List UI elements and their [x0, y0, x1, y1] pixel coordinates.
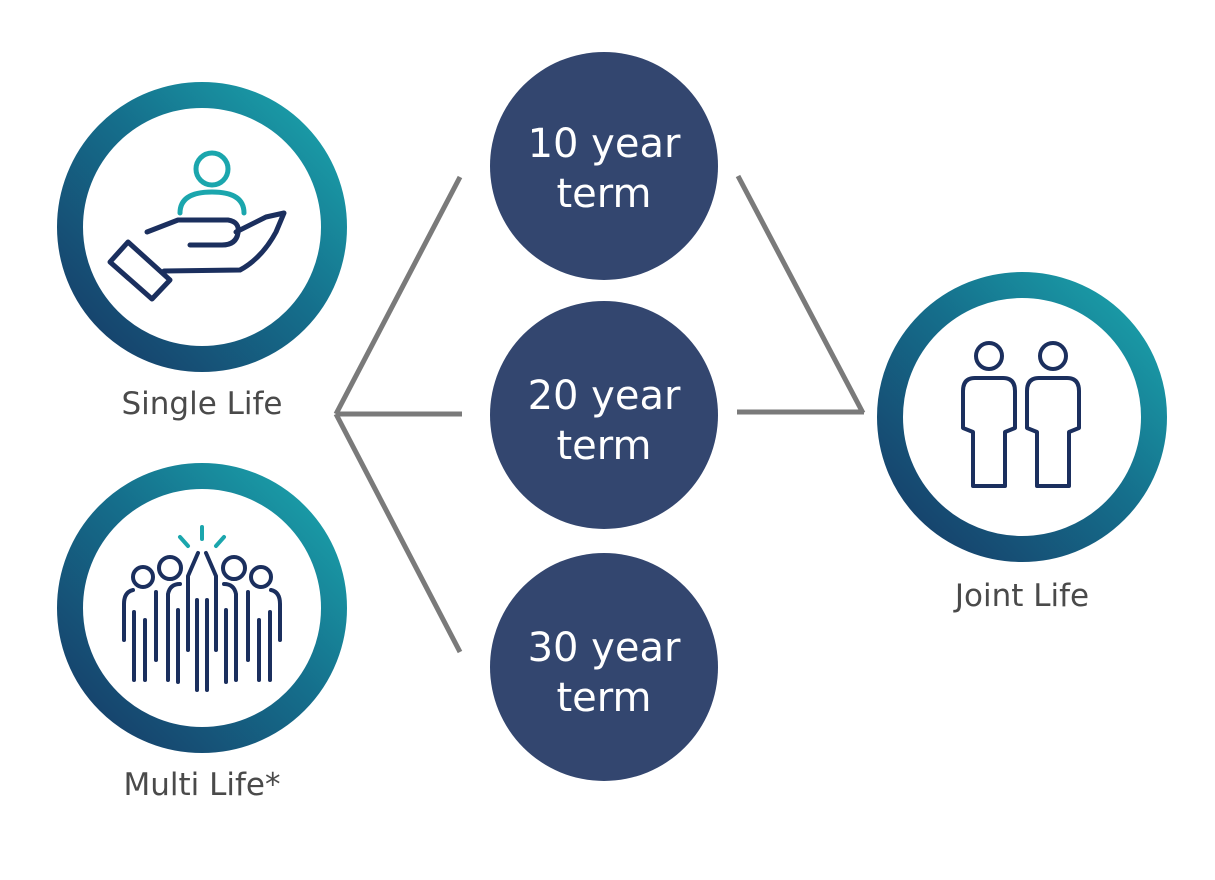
term-10-line2: term: [557, 171, 652, 217]
term-30-line2: term: [557, 675, 652, 721]
joint-life-option: Joint Life: [877, 272, 1167, 614]
term-10-circle: [490, 52, 718, 280]
joint-life-ring: [877, 272, 1167, 562]
term-30-line1: 30 year: [528, 625, 681, 671]
term-10-line1: 10 year: [528, 121, 681, 167]
term-10-year: 10 year term: [490, 52, 718, 280]
group-celebrating-icon: [122, 525, 282, 692]
multi-life-option: Multi Life*: [57, 463, 347, 803]
connector-lines: [333, 174, 866, 654]
single-life-option: Single Life: [57, 82, 347, 422]
hand-holding-person-icon: [107, 150, 287, 302]
term-30-circle: [490, 553, 718, 781]
term-20-line2: term: [557, 423, 652, 469]
single-life-ring: [57, 82, 347, 372]
term-20-line1: 20 year: [528, 373, 681, 419]
connector-left-to-10: [333, 175, 463, 416]
single-life-label: Single Life: [121, 386, 282, 422]
joint-life-label: Joint Life: [953, 578, 1089, 614]
two-people-icon: [961, 341, 1081, 488]
multi-life-ring: [57, 463, 347, 753]
multi-life-label: Multi Life*: [124, 767, 281, 803]
connector-10-to-joint: [735, 174, 866, 415]
term-30-year: 30 year term: [490, 553, 718, 781]
term-20-circle: [490, 301, 718, 529]
term-20-year: 20 year term: [490, 301, 718, 529]
connector-left-to-30: [333, 412, 463, 654]
